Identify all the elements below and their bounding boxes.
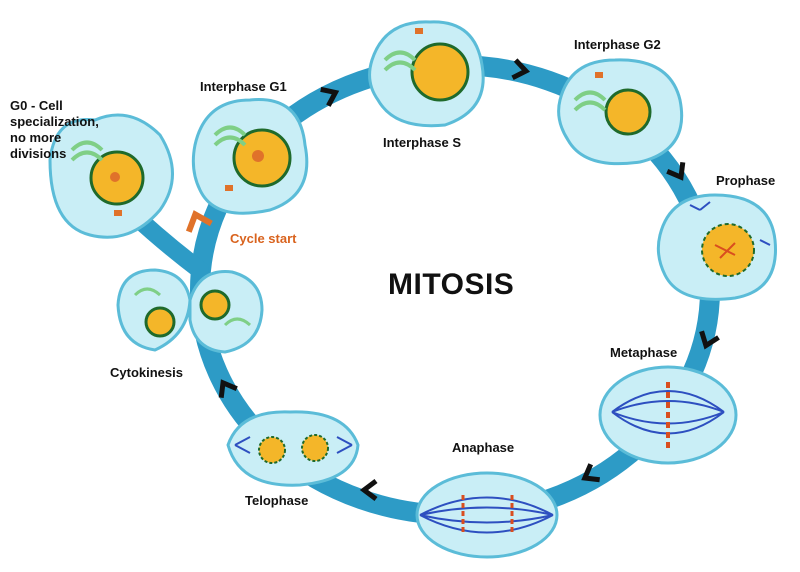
- chevron-right-icon: [511, 58, 531, 81]
- label-g0: G0 - Cell specialization, no more divisi…: [10, 98, 99, 161]
- cell-g0: [48, 113, 174, 239]
- cell-cytokinesis: [116, 268, 264, 354]
- chevron-right-icon: [320, 86, 340, 107]
- label-metaphase: Metaphase: [610, 345, 678, 360]
- chevron-right-icon: [699, 330, 720, 350]
- chevron-right-icon: [218, 379, 238, 398]
- chevron-right-icon: [581, 463, 600, 483]
- chevron-up-icon: [185, 210, 213, 233]
- cell-s: [368, 20, 485, 128]
- label-prophase: Prophase: [716, 173, 776, 188]
- label-interphase-g1: Interphase G1: [200, 79, 287, 94]
- cell-anaphase: [415, 471, 559, 559]
- cell-prophase: [656, 193, 777, 301]
- label-interphase-s: Interphase S: [383, 135, 462, 150]
- label-interphase-g2: Interphase G2: [574, 37, 661, 52]
- chevron-right-icon: [359, 479, 378, 501]
- label-telophase: Telophase: [245, 493, 309, 508]
- chevron-right-icon: [666, 162, 686, 181]
- cell-metaphase: [598, 365, 738, 465]
- cell-g1: [191, 98, 309, 215]
- cell-telophase: [226, 410, 360, 487]
- label-anaphase: Anaphase: [452, 440, 515, 455]
- cell-g2: [557, 58, 684, 166]
- label-cytokinesis: Cytokinesis: [110, 365, 183, 380]
- diagram-title: MITOSIS: [388, 268, 515, 301]
- label-cycle-start: Cycle start: [230, 231, 297, 246]
